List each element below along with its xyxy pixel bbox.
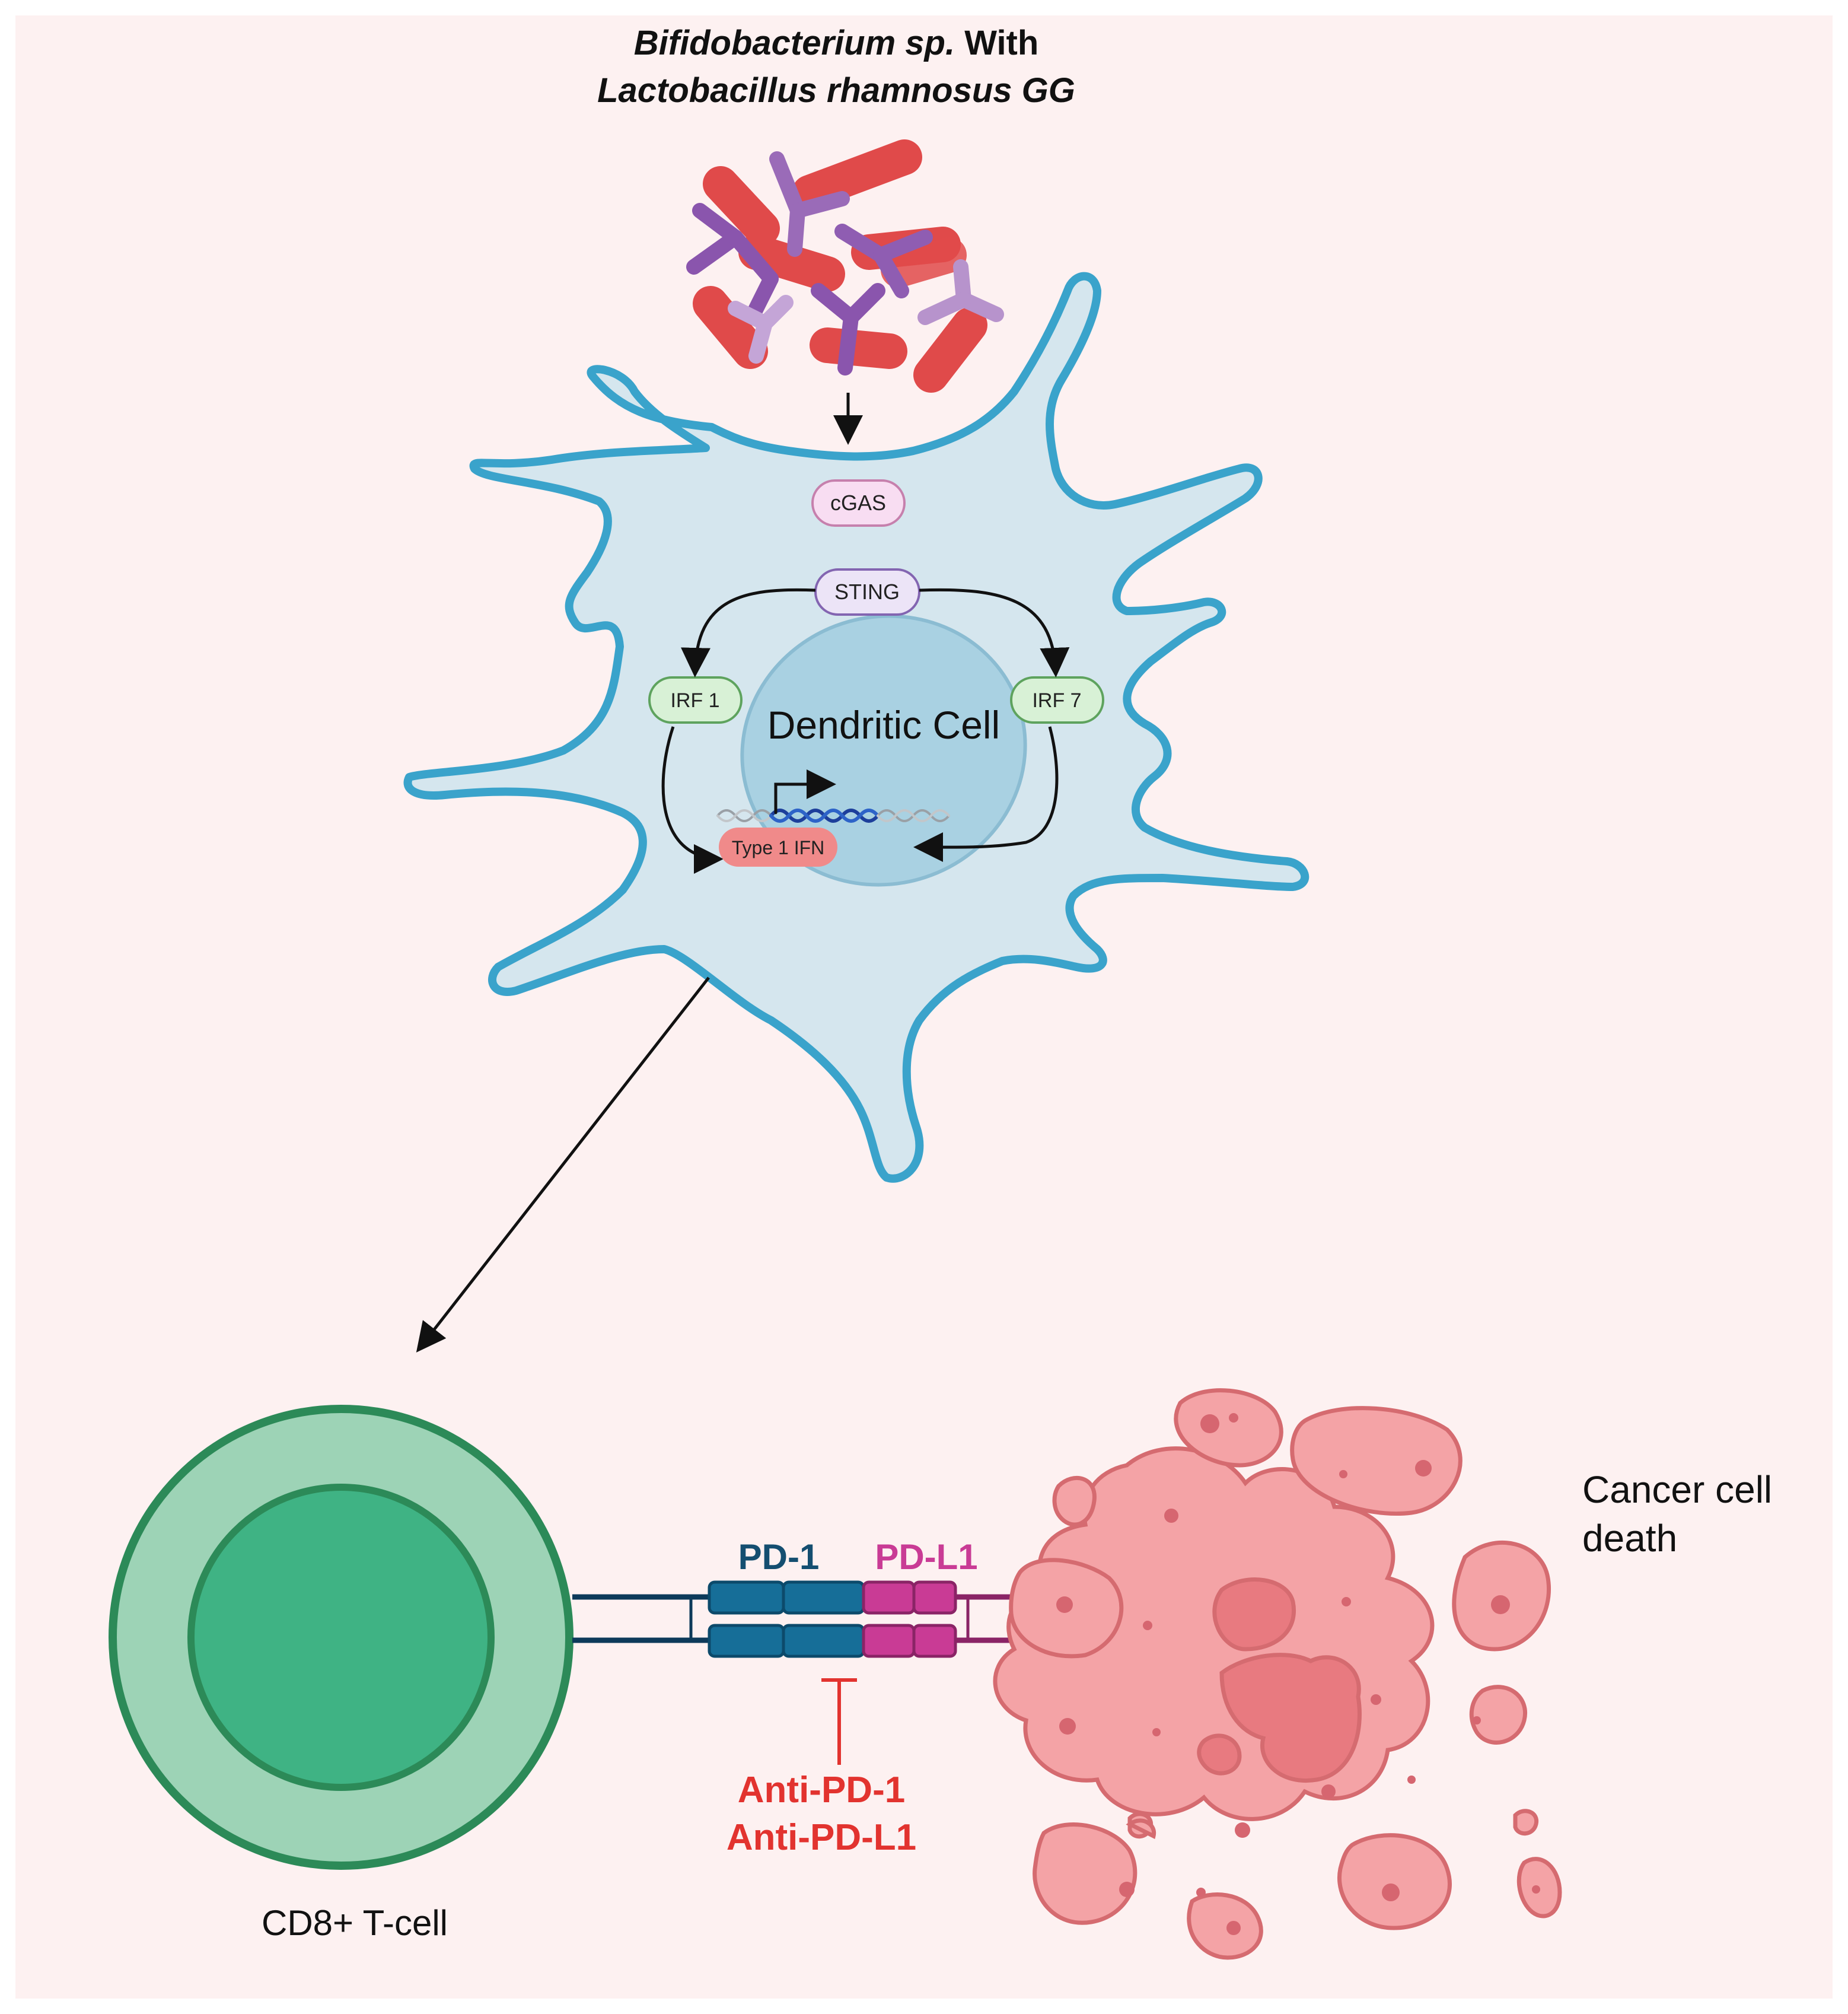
cancer-core-2 [1219,1653,1362,1783]
checkpoint-inhibitor: Anti-PD-1 Anti-PD-L1 [727,1678,916,1858]
sting-to-irf7-arrow [919,588,1070,677]
cd8-t-cell: CD8+ T-cell [109,1405,573,1943]
cancer-core-3 [1197,1733,1242,1776]
dna-strand-grey-d [877,809,950,822]
bifido-2 [686,203,779,322]
dna-strand-blue-b [769,809,880,823]
cancer-fragment-right-3 [1513,1809,1539,1836]
tcell-label: CD8+ T-cell [262,1903,448,1943]
sting-to-irf1-arrow [681,588,816,677]
cancer-fragment-top-right [1290,1406,1463,1516]
pd1-block-4 [782,1624,865,1658]
cancer-speckles [1056,1413,1540,1935]
pdl1-block-3 [862,1624,916,1658]
rod-1 [703,166,780,246]
pathway-arrows [661,588,1070,874]
bifido-5 [917,259,1004,325]
receptor-complex: PD-1 PD-L1 [572,1537,1014,1658]
irf7-label: IRF 7 [1032,689,1081,712]
dendritic-cell-label: Dendritic Cell [767,703,1000,747]
bifido-6 [728,295,794,364]
cell-to-tcell-arrow [416,976,710,1353]
cancer-core-1 [1212,1577,1296,1652]
pd1-block-3 [708,1624,785,1658]
rod-5 [693,286,768,369]
pdl1-block-1 [862,1580,916,1615]
type1-ifn-gene [716,769,950,823]
pd1-label: PD-1 [738,1537,820,1577]
anti-pdl1-label: Anti-PD-L1 [727,1817,916,1858]
bifidobacterium-cells [686,151,1004,376]
rod-6 [810,327,907,369]
irf1-to-ifn-arrow [661,726,724,874]
bifido-3 [834,224,933,298]
cancer-fragment-right-2 [1469,1685,1527,1745]
cgas-label: cGAS [830,491,886,515]
sting-label: STING [834,580,900,604]
ifn-label: Type 1 IFN [732,837,825,858]
cancer-cell [993,1388,1562,1960]
rod-2 [792,139,922,211]
pdl1-block-4 [912,1624,957,1658]
cancer-fragment-bottom-mid [1187,1892,1263,1960]
irf7-badge [1010,676,1104,724]
irf1-badge [648,676,743,724]
pdl1-label: PD-L1 [875,1537,977,1577]
bifido-1 [769,151,850,257]
cancer-fragment-mid-small [1126,1818,1156,1840]
irf7-to-ifn-arrow [913,726,1059,863]
rod-3 [738,234,845,292]
rod-7 [913,307,987,393]
pd1-block-2 [782,1580,865,1615]
ifn-badge [719,828,837,867]
cancer-label-line1: Cancer cell [1582,1468,1772,1511]
transcription-start-arrow [774,769,836,814]
dendritic-cell: Dendritic Cell cGAS STING IRF 1 IRF 7 [403,272,1309,1183]
dna-strand-grey-a [716,809,772,822]
tcell-nucleus [187,1484,495,1791]
irf1-label: IRF 1 [670,689,719,712]
cancer-fragment-left-small [1052,1475,1097,1527]
bifido-4 [811,283,885,376]
cancer-fragment-bottom-left [1033,1822,1138,1925]
rod-8 [881,237,967,288]
anti-pd1-label: Anti-PD-1 [738,1770,905,1811]
dna-strand-grey-b [716,809,772,822]
pdl1-block-2 [912,1580,957,1615]
bacteria-title-line2: Lactobacillus rhamnosus GG [597,71,1075,110]
cancer-fragment-bottom-right [1337,1833,1452,1930]
cgas-badge [811,479,906,527]
pd1-block-1 [708,1580,785,1615]
cancer-fragment-top-left [1174,1388,1283,1468]
sting-badge [814,568,920,616]
cancer-label-line2: death [1582,1517,1677,1560]
bacteria-cluster [686,139,1004,393]
bacteria-title-line1: Bifidobacterium sp. With [634,24,1039,62]
